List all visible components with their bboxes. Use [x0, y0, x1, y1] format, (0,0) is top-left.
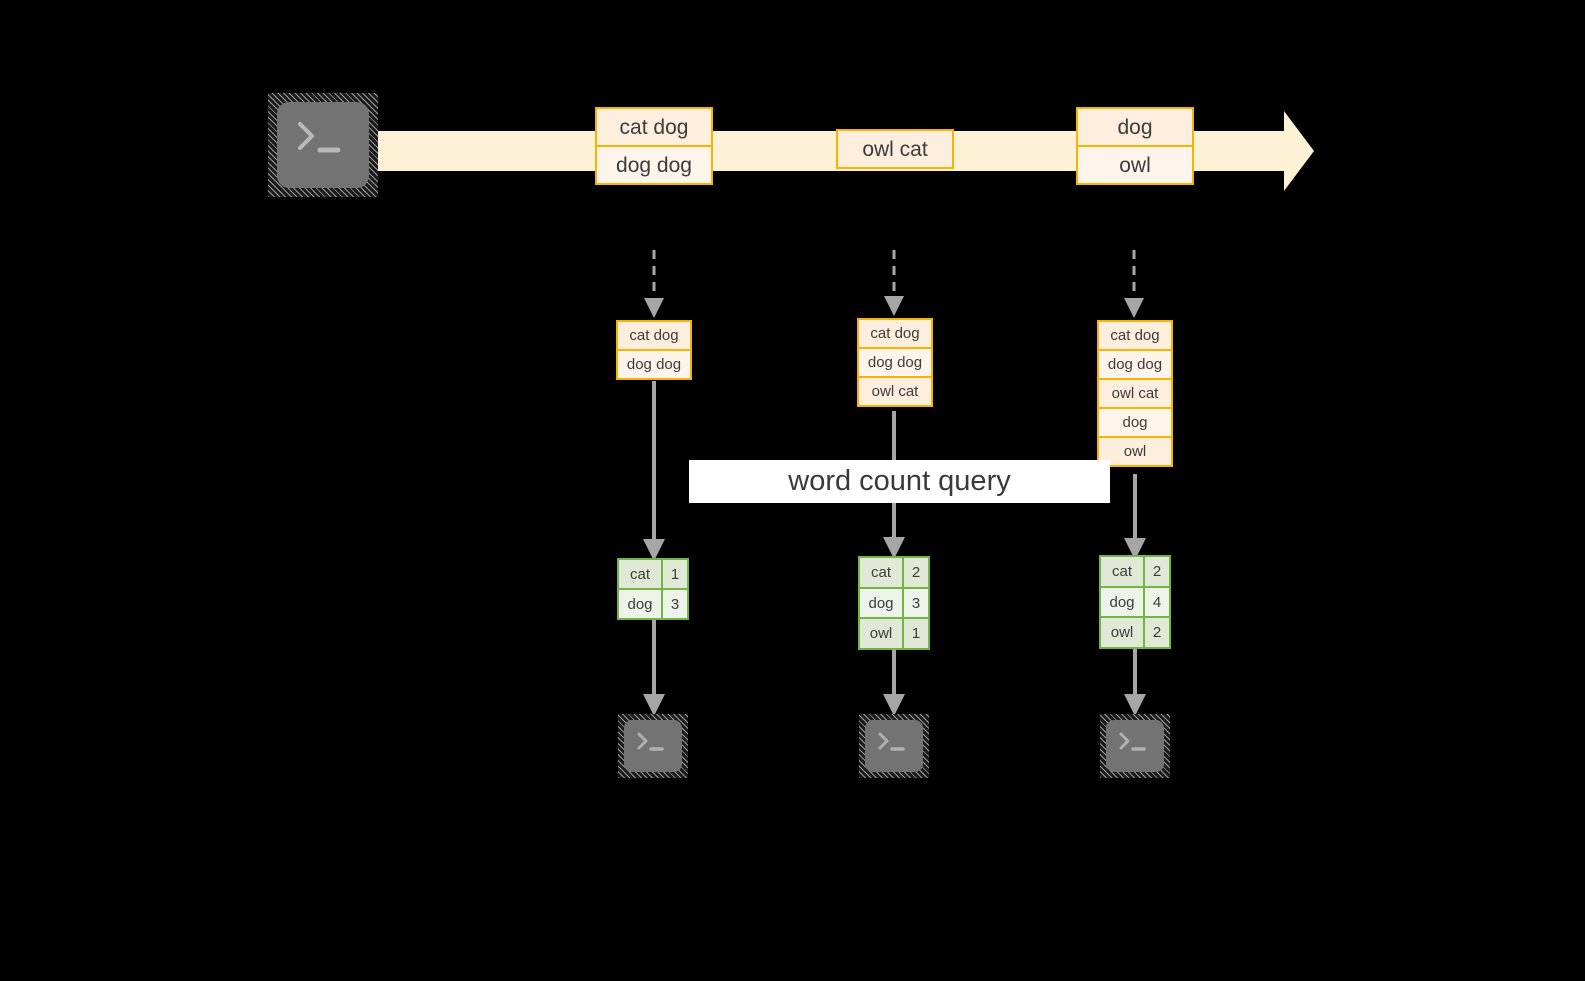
count-cell: 3 — [904, 588, 928, 618]
terminal-prompt-glyph — [1119, 732, 1146, 751]
count-cell: 4 — [1145, 587, 1169, 617]
stream-record: dog dog — [595, 145, 713, 185]
stream-record: cat dog — [595, 107, 713, 147]
terminal-screen — [1106, 720, 1164, 772]
table-row: dog 3 — [619, 588, 687, 618]
table-row: owl 1 — [860, 617, 928, 649]
snapshot-record: cat dog — [1097, 320, 1173, 351]
dashed-connector-col3 — [1124, 250, 1144, 318]
table-row: dog 3 — [860, 586, 928, 618]
snapshot-record: dog — [1097, 407, 1173, 438]
query-connector-col3 — [1124, 474, 1146, 560]
word-cell: owl — [860, 619, 904, 649]
table-row: owl 2 — [1101, 616, 1169, 648]
sink-connector-col3 — [1124, 649, 1146, 716]
snapshot-record: cat dog — [857, 318, 933, 349]
snapshot-record: dog dog — [616, 349, 692, 380]
snapshot-record: owl — [1097, 436, 1173, 467]
word-cell: dog — [1101, 587, 1145, 617]
stream-group-2: owl cat — [836, 129, 954, 169]
terminal-screen — [865, 720, 923, 772]
word-cell: cat — [1101, 557, 1145, 586]
snapshot-record: dog dog — [857, 347, 933, 378]
count-cell: 2 — [904, 558, 928, 587]
terminal-prompt-glyph — [878, 732, 905, 751]
snapshot-record: cat dog — [616, 320, 692, 351]
dashed-connector-col2 — [884, 250, 904, 316]
sink-connector-col1 — [643, 620, 665, 716]
snapshot-record: dog dog — [1097, 349, 1173, 380]
word-cell: cat — [860, 558, 904, 587]
stream-record: owl cat — [836, 129, 954, 169]
result-table-col1: cat 1 dog 3 — [617, 558, 689, 620]
sink-terminal-icon-col3 — [1100, 714, 1170, 778]
count-cell: 3 — [663, 590, 687, 618]
word-cell: owl — [1101, 618, 1145, 648]
count-cell: 2 — [1145, 618, 1169, 648]
stream-record: dog — [1076, 107, 1194, 147]
terminal-screen — [277, 102, 369, 188]
snapshot-record: owl cat — [857, 376, 933, 407]
query-label: word count query — [689, 460, 1110, 503]
table-row: dog 4 — [1101, 585, 1169, 617]
terminal-prompt-glyph — [637, 732, 664, 751]
table-row: cat 2 — [860, 558, 928, 587]
stream-group-3: dog owl — [1076, 107, 1194, 185]
stream-band-arrowhead — [1258, 111, 1314, 191]
stream-group-1: cat dog dog dog — [595, 107, 713, 185]
result-table-col3: cat 2 dog 4 owl 2 — [1099, 555, 1171, 649]
table-row: cat 2 — [1101, 557, 1169, 586]
sink-connector-col2 — [883, 650, 905, 716]
snapshot-records-col2: cat dog dog dog owl cat — [857, 318, 933, 407]
snapshot-records-col3: cat dog dog dog owl cat dog owl — [1097, 320, 1173, 467]
result-table-col2: cat 2 dog 3 owl 1 — [858, 556, 930, 650]
sink-terminal-icon-col2 — [859, 714, 929, 778]
sink-terminal-icon-col1 — [618, 714, 688, 778]
terminal-screen — [624, 720, 682, 772]
stream-record: owl — [1076, 145, 1194, 185]
count-cell: 1 — [904, 619, 928, 649]
dashed-connector-col1 — [644, 250, 664, 318]
count-cell: 2 — [1145, 557, 1169, 586]
terminal-prompt-glyph — [298, 122, 341, 153]
count-cell: 1 — [663, 560, 687, 588]
word-cell: dog — [619, 590, 663, 618]
table-row: cat 1 — [619, 560, 687, 588]
snapshot-record: owl cat — [1097, 378, 1173, 409]
word-cell: dog — [860, 588, 904, 618]
snapshot-records-col1: cat dog dog dog — [616, 320, 692, 380]
word-cell: cat — [619, 560, 663, 588]
source-terminal-icon — [268, 93, 378, 197]
query-connector-col1 — [643, 381, 665, 561]
